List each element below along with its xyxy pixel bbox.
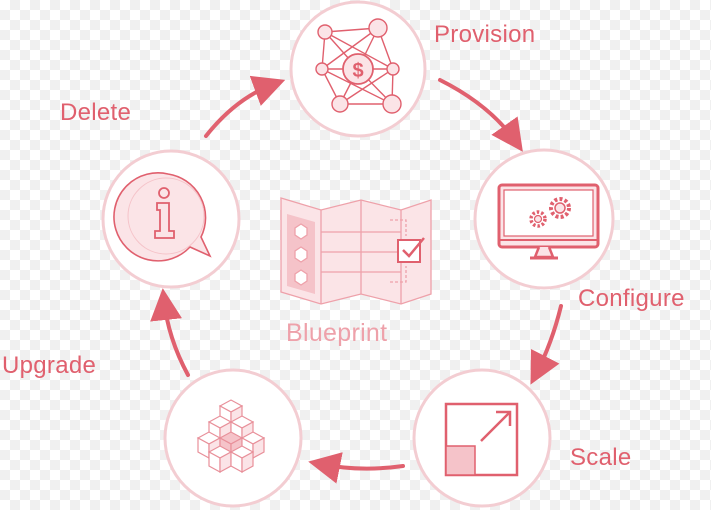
resize-arrow-icon <box>444 402 519 477</box>
node-upgrade <box>163 368 303 508</box>
arrow-scale-to-upgrade <box>308 452 405 484</box>
node-scale <box>412 368 552 508</box>
stage-label-configure: Configure <box>578 285 685 312</box>
node-configure <box>473 148 615 290</box>
arrow-upgrade-to-delete <box>150 288 190 377</box>
node-delete <box>101 149 241 289</box>
arrow-configure-to-scale <box>530 304 563 385</box>
monitor-gears-icon <box>497 183 600 260</box>
info-bubble-icon <box>113 172 212 262</box>
stacked-cubes-icon <box>196 399 266 474</box>
stage-label-upgrade: Upgrade <box>2 352 97 379</box>
network-dollar-icon <box>315 18 402 114</box>
dollar-sign: $ <box>352 60 363 82</box>
stage-label-provision: Provision <box>434 21 536 48</box>
cycle-arrows <box>150 75 563 484</box>
stage-label-delete: Delete <box>60 99 132 126</box>
stage-label-scale: Scale <box>570 444 632 471</box>
blueprint-map-icon <box>280 197 432 305</box>
node-provision: $ <box>289 0 427 138</box>
arrow-delete-to-provision <box>204 75 286 138</box>
arrow-provision-to-configure <box>438 78 523 152</box>
blueprint-label: Blueprint <box>286 319 388 347</box>
